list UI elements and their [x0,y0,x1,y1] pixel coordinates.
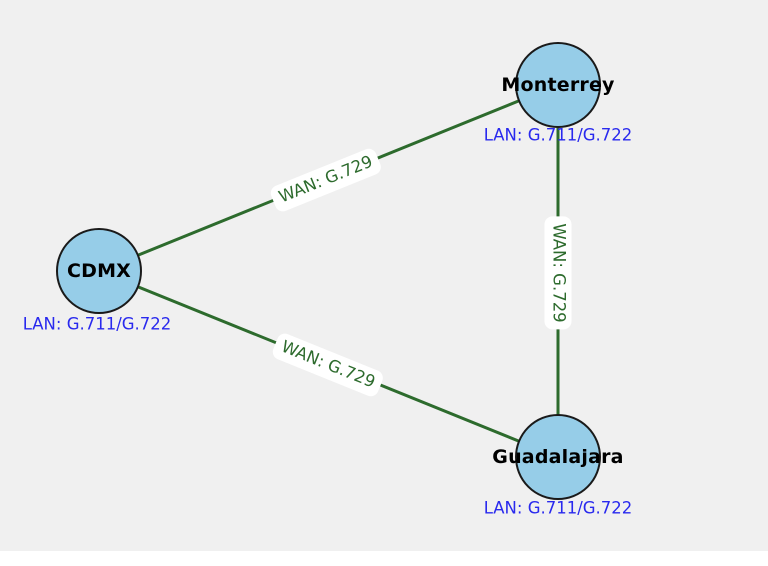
diagram-canvas: CDMX Monterrey Guadalajara LAN: G.711/G.… [0,0,768,551]
node-cdmx [56,228,142,314]
edge-label-monterrey-guadalajara: WAN: G.729 [544,216,572,330]
node-monterrey [515,42,601,128]
node-guadalajara [515,414,601,500]
lan-label-cdmx: LAN: G.711/G.722 [22,314,172,334]
node-label-guadalajara: Guadalajara [492,446,624,468]
node-label-cdmx: CDMX [66,260,132,282]
lan-label-guadalajara: LAN: G.711/G.722 [483,498,633,518]
node-label-monterrey: Monterrey [501,74,615,96]
lan-label-monterrey: LAN: G.711/G.722 [483,125,633,145]
